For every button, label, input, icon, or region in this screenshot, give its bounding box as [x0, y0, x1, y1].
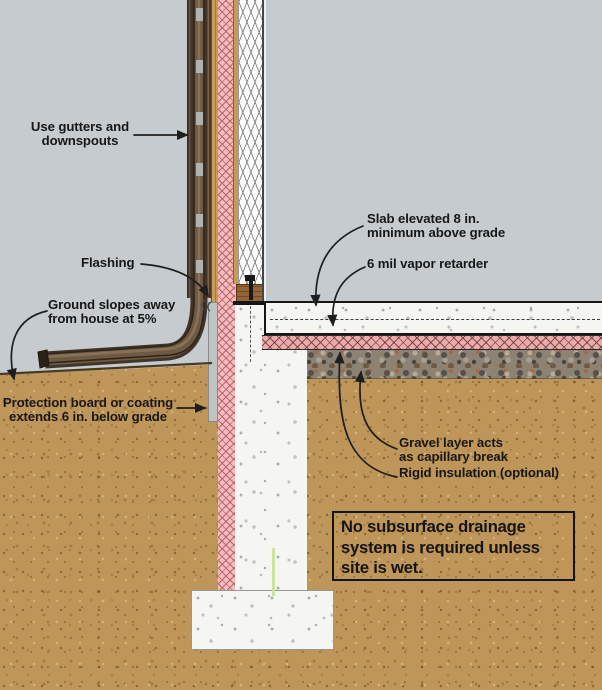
interior-finish-line	[262, 0, 264, 302]
callout-slab-line2: minimum above grade	[367, 225, 506, 241]
note-line3: site is wet.	[341, 558, 423, 578]
callout-gravel-line1: Gravel layer acts	[399, 435, 503, 450]
footing	[191, 590, 334, 650]
callout-flashing: Flashing	[81, 255, 135, 270]
wall-control-joint	[250, 306, 251, 362]
callout-gutters-line1: Use gutters and	[30, 119, 130, 134]
callout-gravel-line2: as capillary break	[399, 449, 508, 465]
callout-protection-line1: Protection board or coating	[2, 395, 174, 410]
callout-protection-board: Protection board or coating extends 6 in…	[2, 395, 174, 425]
foundation-wall	[235, 302, 307, 592]
downspout-end-cap	[37, 349, 50, 369]
leader-ground-slope	[6, 310, 48, 381]
callout-ground-slope-line2: from house at 5%	[48, 311, 157, 327]
batt-insulation	[238, 0, 264, 284]
rebar-line	[272, 548, 275, 596]
note-box: No subsurface drainage system is require…	[332, 511, 575, 581]
callout-ground-slope: Ground slopes away from house at 5%	[48, 297, 176, 327]
interior-finish-highlight	[264, 0, 266, 302]
concrete-slab	[264, 301, 602, 335]
wood-siding	[187, 0, 211, 298]
anchor-bolt-head	[245, 275, 255, 281]
callout-slab-line1: Slab elevated 8 in.	[367, 211, 480, 226]
leader-slab-elevated	[310, 225, 364, 307]
callout-vapor-retarder: 6 mil vapor retarder	[367, 256, 489, 271]
gravel-capillary-break	[307, 350, 602, 379]
callout-gutters: Use gutters and downspouts	[28, 119, 132, 149]
note-line1: No subsurface drainage	[341, 517, 526, 536]
wall-foam-insulation	[218, 0, 235, 592]
callout-protection-line2: extends 6 in. below grade	[9, 409, 167, 425]
callout-slab-elevated: Slab elevated 8 in. minimum above grade	[367, 211, 506, 241]
callout-rigid-line1: Rigid insulation (optional)	[399, 465, 559, 480]
callout-gutters-line2: downspouts	[41, 133, 119, 149]
under-slab-rigid-insulation	[262, 335, 602, 350]
vapor-retarder-line	[270, 319, 600, 320]
callout-rigid-insulation: Rigid insulation (optional)	[399, 465, 559, 480]
wall-top-edge	[233, 301, 266, 305]
protection-board	[208, 302, 218, 422]
note-line2: system is required unless	[341, 537, 540, 557]
anchor-bolt-shaft	[249, 280, 253, 300]
callout-flashing-line1: Flashing	[81, 255, 135, 270]
callout-gravel-layer: Gravel layer acts as capillary break	[399, 435, 508, 465]
callout-vapor-line1: 6 mil vapor retarder	[367, 256, 489, 271]
callout-ground-slope-line1: Ground slopes away	[48, 297, 176, 312]
